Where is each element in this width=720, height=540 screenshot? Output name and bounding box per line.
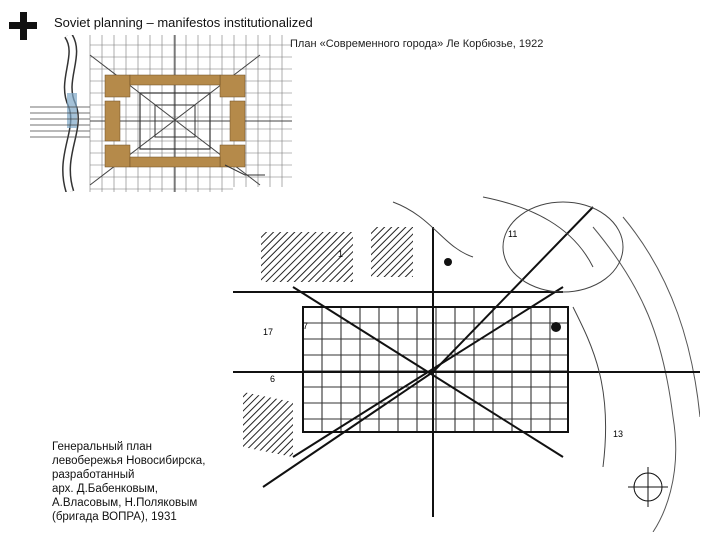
contemporary-city-plan-image: [30, 35, 292, 192]
caption-line: левобережья Новосибирска,: [52, 455, 206, 467]
map-label-7: 7: [303, 321, 308, 331]
caption-line: арх. Д.Бабенковым,: [52, 483, 158, 495]
slide-title: Soviet planning – manifestos institution…: [54, 15, 313, 30]
map-label-1: 1: [338, 249, 343, 259]
caption-line: (бригада ВОПРА), 1931: [52, 511, 177, 523]
top-map-caption: План «Современного города» Ле Корбюзье, …: [290, 38, 544, 50]
novosibirsk-plan-image: 1 17 6 7 11 13: [233, 187, 700, 532]
caption-line: А.Власовым, Н.Поляковым: [52, 497, 198, 509]
map-label-6: 6: [270, 374, 275, 384]
map-label-13: 13: [613, 429, 623, 439]
bottom-map-caption: Генеральный план левобережья Новосибирск…: [52, 440, 232, 524]
caption-line: разработанный: [52, 469, 135, 481]
map-label-11: 11: [508, 229, 517, 239]
plus-icon: [6, 10, 40, 44]
caption-line: Генеральный план: [52, 441, 153, 453]
map-label-17: 17: [263, 327, 273, 337]
